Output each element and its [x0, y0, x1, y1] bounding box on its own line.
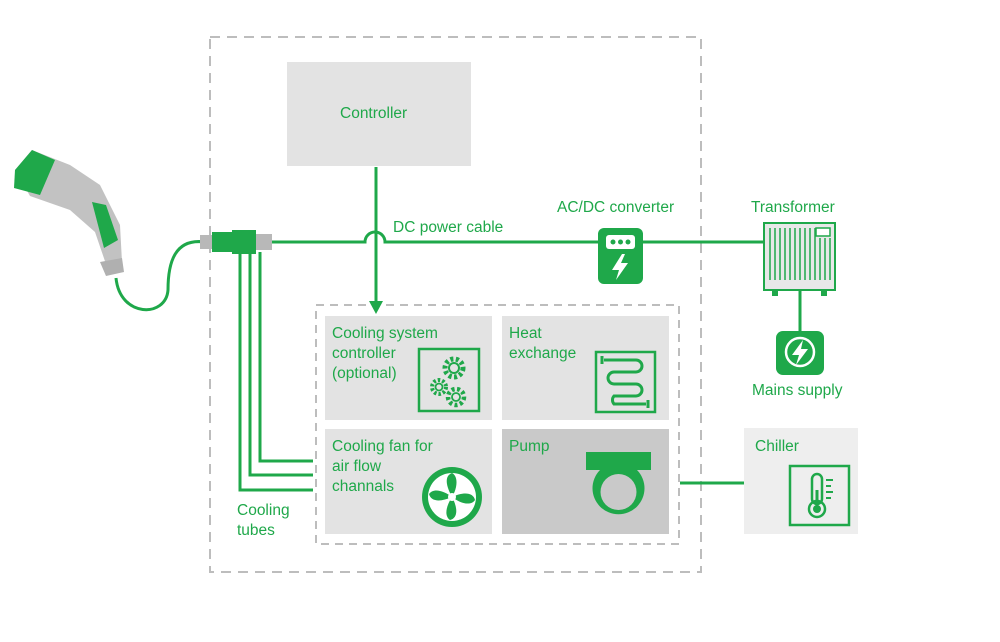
transformer-label: Transformer	[751, 199, 835, 216]
converter-icon	[598, 228, 643, 284]
fan-icon	[422, 467, 482, 527]
cooling-system-controller-label: Cooling system controller (optional)	[332, 325, 438, 382]
cooling-tube-1	[238, 252, 313, 492]
pump-icon	[586, 452, 651, 515]
cooling-system-boundary	[315, 304, 680, 545]
acdc-converter-label: AC/DC converter	[557, 199, 675, 216]
pump-label: Pump	[509, 438, 550, 455]
cooling-fan-label: Cooling fan for air flow channals	[332, 438, 433, 495]
dc-power-cable-label: DC power cable	[393, 219, 504, 236]
heat-exchange-label: Heat exchange	[509, 325, 577, 362]
mains-bolt-icon	[776, 331, 824, 375]
ev-charging-plug-icon	[14, 150, 124, 276]
arrow-head	[369, 301, 383, 314]
heat-coil-icon	[594, 350, 657, 414]
controller-box	[287, 62, 471, 166]
cooling-tube-2	[248, 252, 313, 477]
chiller-label: Chiller	[755, 438, 799, 455]
cooling-tube-3	[258, 252, 313, 463]
mains-supply-label: Mains supply	[752, 382, 843, 399]
transformer-icon	[763, 222, 836, 296]
plug-cable	[114, 240, 206, 312]
thermometer-icon	[788, 464, 851, 527]
chiller-box	[744, 428, 858, 534]
gears-icon	[417, 347, 481, 413]
charging-station-boundary	[209, 36, 702, 573]
cooling-tubes-label: Cooling tubes	[237, 502, 290, 539]
cable-connector-icon	[200, 230, 272, 254]
controller-label: Controller	[340, 105, 408, 122]
